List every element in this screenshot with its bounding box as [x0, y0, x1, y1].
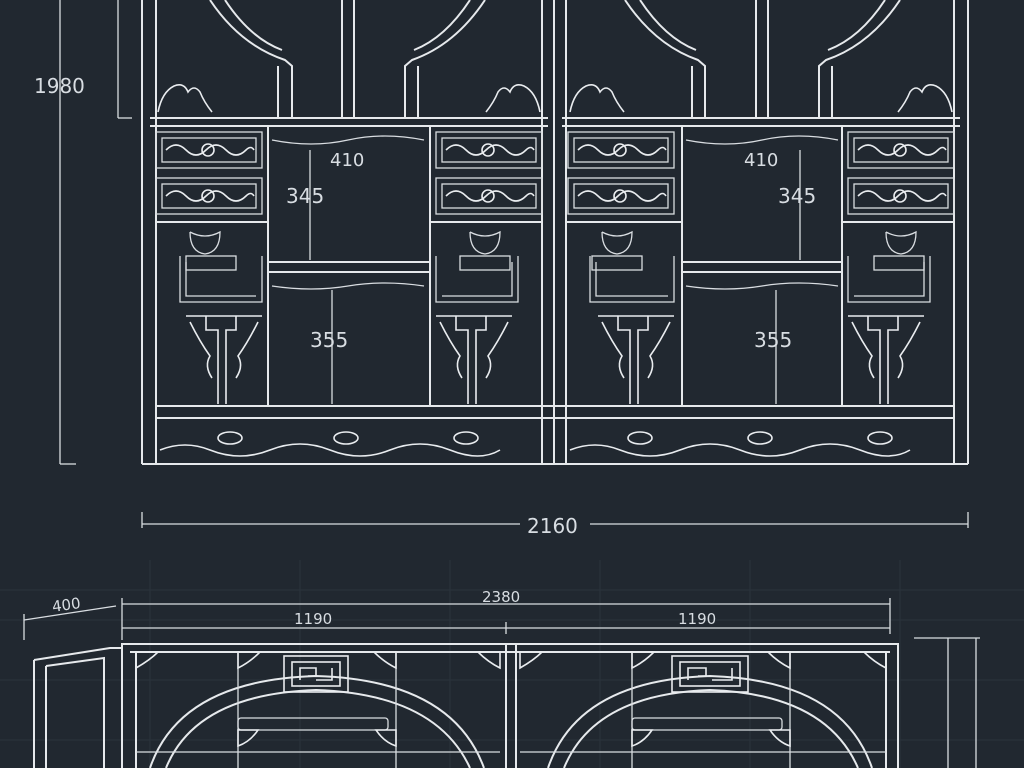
- shelf-lines: [150, 117, 960, 406]
- upper-arch-left: [209, 0, 486, 118]
- width-dimension-line: [141, 512, 969, 528]
- dim-bottom-half-left: 1190: [294, 610, 332, 628]
- lower-corner-brackets: [135, 651, 887, 748]
- vase-stands: [179, 230, 931, 303]
- dim-upper-opening-left: 410: [330, 150, 364, 171]
- upper-arch-right: [624, 0, 901, 118]
- bottom-apron: [159, 431, 911, 457]
- moon-gates: [149, 674, 873, 768]
- front-elevation: 1980 2160 410 410 345 345 355 355: [34, 0, 969, 538]
- lower-shelves: [136, 652, 886, 768]
- height-dimension-line: [59, 0, 132, 465]
- dim-bottom-half-right: 1190: [678, 610, 716, 628]
- key-fret-medallions: [283, 655, 749, 693]
- dim-upper-opening-right: 410: [744, 150, 778, 171]
- cabinet-frame: [141, 0, 969, 465]
- drawers: [155, 131, 955, 215]
- lower-dimension-lines: [23, 598, 980, 768]
- interior-dim-lines: [271, 135, 839, 404]
- dim-height-total: 1980: [34, 74, 85, 98]
- side-panel: [33, 647, 123, 768]
- dim-lower-right: 355: [754, 328, 792, 352]
- dim-bottom-total: 2380: [482, 588, 520, 606]
- dim-width-total: 2160: [527, 514, 578, 538]
- corner-carvings: [157, 84, 953, 113]
- background-grid: [0, 560, 1024, 768]
- lower-elevation: 400 2380 1190 1190: [23, 588, 980, 768]
- dim-depth: 400: [51, 594, 82, 616]
- hanging-brackets: [186, 315, 924, 404]
- dim-drawer-right: 345: [778, 184, 816, 208]
- drawer-carvings: [165, 143, 947, 203]
- dim-lower-left: 355: [310, 328, 348, 352]
- dim-drawer-left: 345: [286, 184, 324, 208]
